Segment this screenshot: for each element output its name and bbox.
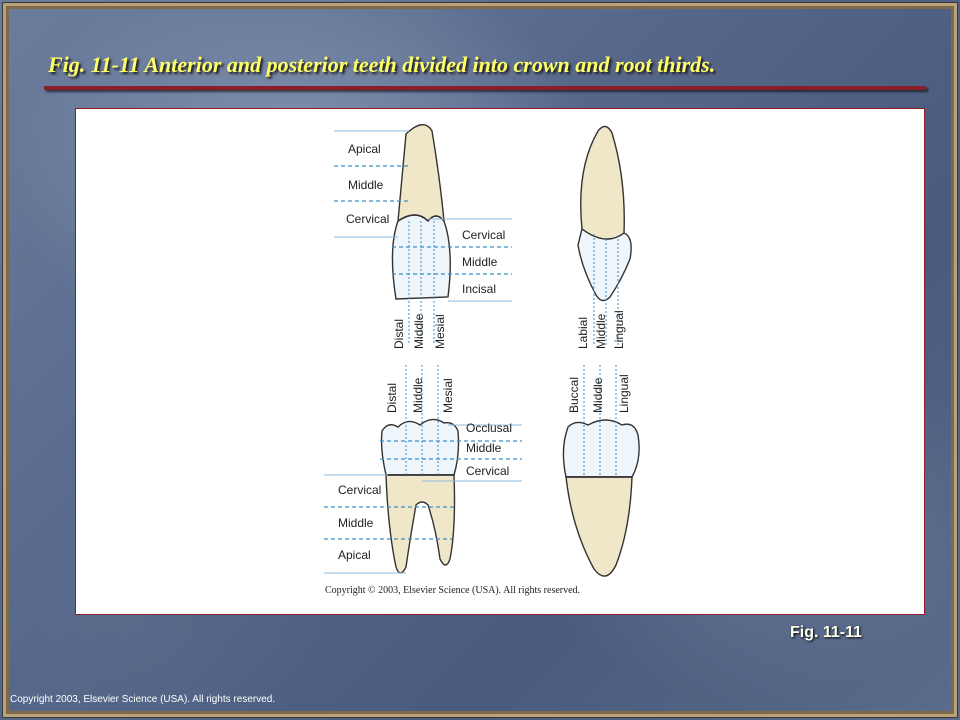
teeth-thirds-diagram: Apical Middle Cervical Cervical Middle I… [324,124,640,596]
label-post-crown-cervical: Cervical [466,464,509,478]
label-post-root-middle: Middle [338,516,374,530]
posterior-facial-crown [380,418,460,476]
posterior-proximal-root [565,476,633,577]
slide-frame [3,3,957,717]
label-post-facial-mesial: Mesial [441,378,455,413]
label-post-facial-distal: Distal [385,383,399,413]
label-post-facial-middle: Middle [411,377,425,413]
label-ant-facial-mesial: Mesial [433,314,447,349]
posterior-facial-view: Distal Middle Mesial Occlusal Middle Cer… [324,365,522,574]
label-ant-crown-incisal: Incisal [462,282,496,296]
figure-panel: Apical Middle Cervical Cervical Middle I… [75,108,925,615]
figure-caption: Fig. 11-11 [790,624,863,641]
anterior-proximal-root [580,125,625,240]
anterior-facial-view: Apical Middle Cervical Cervical Middle I… [334,124,512,349]
label-ant-root-middle: Middle [348,178,384,192]
slide-title: Fig. 11-11 Anterior and posterior teeth … [48,52,716,77]
label-ant-facial-distal: Distal [392,319,406,349]
label-ant-proximal-labial: Labial [576,317,590,349]
label-ant-facial-middle: Middle [412,313,426,349]
posterior-proximal-view: Buccal Middle Lingual [562,365,640,577]
label-post-crown-middle: Middle [466,441,502,455]
label-post-proximal-middle: Middle [591,377,605,413]
label-post-root-cervical: Cervical [338,483,381,497]
label-post-proximal-buccal: Buccal [567,377,581,413]
label-post-root-apical: Apical [338,548,371,562]
anterior-proximal-view: Labial Middle Lingual [576,125,632,349]
anterior-proximal-crown [577,227,632,302]
posterior-facial-roots [385,474,456,574]
slide-copyright: Copyright 2003, Elsevier Science (USA). … [10,694,276,705]
title-underline [44,86,926,90]
label-post-proximal-lingual: Lingual [617,374,631,413]
label-post-crown-occlusal: Occlusal [466,421,512,435]
label-ant-crown-cervical: Cervical [462,228,505,242]
label-ant-proximal-lingual: Lingual [612,310,626,349]
label-ant-root-apical: Apical [348,142,381,156]
label-ant-crown-middle: Middle [462,255,498,269]
anterior-facial-root [397,124,445,222]
label-ant-root-cervical: Cervical [346,212,389,226]
label-ant-proximal-middle: Middle [594,313,608,349]
posterior-proximal-crown [562,419,640,478]
figure-copyright: Copyright © 2003, Elsevier Science (USA)… [325,585,580,596]
